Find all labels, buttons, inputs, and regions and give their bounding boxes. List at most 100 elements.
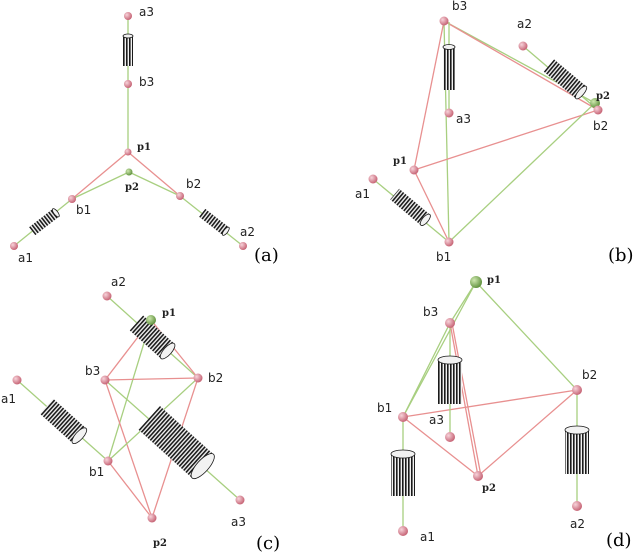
label-a1: a1 [420, 530, 435, 544]
label-b3: b3 [85, 364, 100, 378]
label-a3: a3 [429, 413, 444, 427]
label-p2: p2 [125, 182, 139, 193]
label-a3: a3 [456, 112, 471, 126]
cylinder-b3-a3 [442, 44, 456, 90]
node-b2 [176, 192, 184, 200]
label-a1: a1 [18, 251, 33, 265]
node-a1 [12, 375, 22, 385]
link-b3-b2 [104, 377, 199, 381]
nodes [398, 276, 582, 536]
labels: b3 a2 a3 p2 b2 p1 a1 b1 (b) [355, 0, 634, 266]
links [402, 281, 578, 531]
labels: a3 b3 p1 p2 b1 b2 a1 a2 (a) [18, 5, 279, 266]
label-b1: b1 [436, 250, 451, 264]
node-b2 [572, 385, 582, 395]
label-a3: a3 [231, 515, 246, 529]
link-b1-p2 [402, 416, 479, 477]
cylinder-b3-a3 [437, 355, 463, 404]
label-a2: a2 [240, 225, 255, 239]
label-b2: b2 [593, 119, 608, 133]
nodes [368, 16, 603, 247]
label-a2: a2 [111, 275, 126, 289]
node-a3 [235, 495, 245, 505]
node-b3 [100, 375, 110, 385]
panel-c: a2 p1 b3 b2 a1 b1 a3 p2 (c) [1, 275, 280, 552]
node-b1 [103, 456, 113, 466]
node-a1 [10, 242, 18, 250]
node-p1 [146, 315, 156, 325]
label-b1: b1 [377, 401, 392, 415]
cylinder-a1-b1 [390, 188, 431, 226]
link-p1-b1 [413, 169, 450, 243]
label-b3: b3 [139, 75, 154, 89]
link-p1-b2 [413, 109, 599, 171]
caption-d: (d) [606, 530, 632, 551]
node-b2 [193, 373, 203, 383]
label-b2: b2 [582, 368, 597, 382]
link-p1-b1 [402, 281, 477, 418]
node-a2 [572, 501, 582, 511]
labels: a2 p1 b3 b2 a1 b1 a3 p2 (c) [1, 275, 280, 552]
node-b1 [444, 237, 454, 247]
label-a2: a2 [570, 517, 585, 531]
node-b3 [445, 318, 455, 328]
link-p1-b2 [150, 319, 199, 379]
labels: p1 b3 b2 b1 a3 p2 a2 a1 (d) [377, 275, 632, 551]
caption-a: (a) [254, 245, 279, 266]
nodes [10, 12, 247, 250]
label-b2: b2 [208, 371, 223, 385]
link-p2-b1 [448, 102, 596, 243]
nodes [12, 291, 245, 523]
node-b3 [439, 16, 449, 26]
node-a3 [445, 432, 455, 442]
node-p2 [590, 98, 600, 108]
node-p1 [124, 148, 132, 156]
cylinder-a2-b2 [129, 315, 176, 360]
label-p1: p1 [487, 275, 501, 286]
label-b3: b3 [423, 305, 438, 319]
node-b1 [68, 195, 76, 203]
node-a3 [444, 108, 454, 118]
cylinder-b1-a1 [29, 208, 60, 236]
node-p2 [473, 471, 483, 481]
link-p1-b1 [107, 319, 152, 462]
node-p2 [147, 513, 157, 523]
node-a1 [398, 526, 408, 536]
cylinder-a3-b3 [122, 33, 134, 66]
link-b1-b2 [402, 389, 578, 418]
cylinder-b1-a1 [390, 449, 416, 496]
label-a3: a3 [139, 5, 154, 19]
caption-c: (c) [256, 533, 280, 552]
label-p2: p2 [153, 538, 167, 549]
node-p1 [409, 165, 419, 175]
link-b3-b1 [402, 322, 451, 418]
cylinder-b2-a2 [199, 208, 230, 236]
label-b2: b2 [186, 177, 201, 191]
link-p1-b2 [127, 151, 181, 197]
label-p2: p2 [482, 483, 496, 494]
link-p1-b2 [475, 281, 578, 391]
link-p2-b1 [71, 171, 130, 200]
link-p1-b1 [71, 151, 129, 200]
label-a1: a1 [355, 187, 370, 201]
link-b1-p2 [107, 460, 153, 519]
node-p1 [470, 276, 482, 288]
link-b3-p2b [451, 322, 482, 477]
label-p2: p2 [596, 91, 610, 102]
panel-b: b3 a2 a3 p2 b2 p1 a1 b1 (b) [355, 0, 634, 266]
label-b1: b1 [89, 465, 104, 479]
cylinder-b3-a3 [138, 406, 215, 480]
panel-d: p1 b3 b2 b1 a3 p2 a2 a1 (d) [377, 275, 632, 551]
node-a1 [368, 174, 378, 184]
link-b3-p2 [104, 379, 153, 519]
node-b1 [398, 412, 408, 422]
label-b1: b1 [76, 203, 91, 217]
label-a2: a2 [517, 17, 532, 31]
link-b3-p1 [413, 20, 445, 171]
node-b3 [124, 80, 132, 88]
label-b3: b3 [452, 0, 467, 13]
node-a2 [102, 291, 112, 301]
panel-a: a3 b3 p1 p2 b1 b2 a1 a2 (a) [10, 5, 279, 266]
cylinder-b2-a2 [564, 425, 590, 474]
